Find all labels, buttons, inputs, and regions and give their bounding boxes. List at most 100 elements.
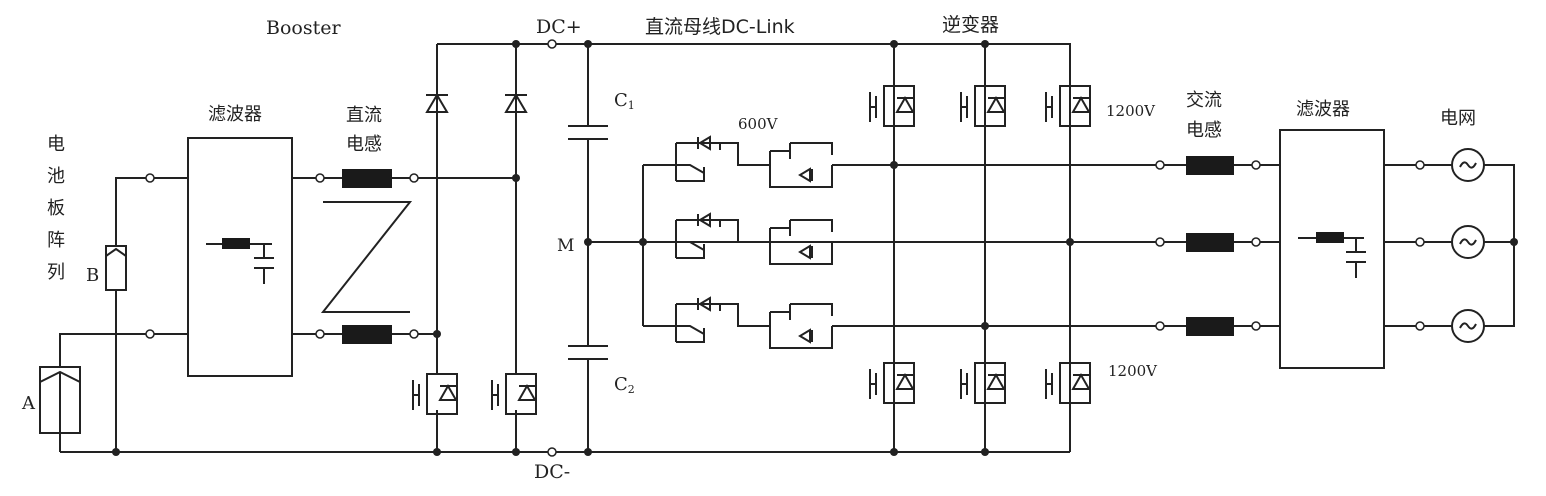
terminal-3 (315, 173, 325, 183)
junction-dot-9 (1066, 238, 1074, 246)
filter-input-wires (150, 177, 188, 335)
junction-dot-17 (981, 448, 989, 456)
npc-switch-rows (642, 164, 1160, 327)
dc-link-label: 直流母线DC-Link (645, 16, 795, 38)
voltage-1200v-bottom-label: 1200V (1108, 362, 1158, 380)
junction-dot-5 (512, 174, 520, 182)
pv-array (39, 43, 1071, 453)
pv-char-2: 池 (47, 166, 65, 187)
ac-side (1160, 129, 1515, 369)
terminal-4 (409, 173, 419, 183)
booster-igbt-2 (491, 366, 537, 424)
grid-source-tilde-1 (1459, 161, 1477, 169)
phase-output-wires (832, 164, 1160, 327)
input-filter (150, 137, 320, 377)
inverter-igbt-bottom-3 (1045, 355, 1091, 413)
junction-dot-7 (584, 238, 592, 246)
inverter-igbt-top-1 (869, 78, 915, 136)
voltage-1200v-top-label: 1200V (1106, 102, 1156, 120)
npc-switch-row-3 (675, 296, 833, 349)
terminal-8 (547, 447, 557, 457)
node-b-label: B (86, 265, 99, 286)
inverter-igbt-top-3 (1045, 78, 1091, 136)
dc-plus-bus (437, 43, 1071, 72)
terminal-5 (315, 329, 325, 339)
pv-panel-a-symbol (39, 370, 81, 452)
terminal-13 (1155, 321, 1165, 331)
midpoint-label: M (557, 236, 574, 256)
terminal-15 (1415, 160, 1425, 170)
inverter-igbt-top-2 (960, 78, 1006, 136)
terminal-7 (547, 39, 557, 49)
terminal-10 (1251, 160, 1261, 170)
pv-negative-wire (59, 333, 150, 367)
pv-char-5: 列 (47, 262, 65, 283)
booster-diode-2 (504, 93, 528, 113)
dc-minus-label: DC- (534, 461, 570, 483)
inverter-igbt-bottom-1 (869, 355, 915, 413)
filter-inner-capacitor (254, 257, 274, 284)
npc-switch-row-1 (675, 135, 833, 188)
inverter-leg-wires (893, 44, 1071, 452)
c1-label: C1 (614, 90, 635, 112)
z-marker (320, 201, 413, 313)
junction-dot-6 (433, 330, 441, 338)
junction-dot-10 (890, 161, 898, 169)
grid-label: 电网 (1440, 108, 1476, 129)
node-a-label: A (21, 393, 36, 414)
dc-inductor-label-2: 电感 (346, 134, 382, 155)
pv-char-4: 阵 (47, 230, 65, 251)
pv-panel-b-symbol (105, 247, 127, 257)
ac-inductor-label-1: 交流 (1186, 90, 1222, 111)
junction-dot-14 (512, 448, 520, 456)
input-filter-box (187, 137, 293, 377)
terminal-2 (145, 329, 155, 339)
inverter-label: 逆变器 (942, 14, 999, 36)
ac-inductor-c (1186, 317, 1234, 336)
grid-source-tilde-2 (1459, 238, 1477, 246)
junction-dot-13 (433, 448, 441, 456)
pv-panel-b (105, 245, 127, 291)
junction-dot-12 (112, 448, 120, 456)
dc-inductor-bottom (342, 325, 392, 344)
filter-output-wires (292, 177, 320, 335)
filter-left-label: 滤波器 (208, 104, 262, 125)
terminal-17 (1415, 321, 1425, 331)
booster-label: Booster (266, 17, 341, 39)
output-filter-inner-capacitor (1346, 251, 1366, 278)
dc-plus-label: DC+ (536, 16, 582, 38)
terminal-6 (409, 329, 419, 339)
npc-switch-row-2 (675, 212, 833, 265)
inverter-legs (893, 44, 1071, 452)
pv-positive-wire (115, 177, 150, 246)
filter-right-label: 滤波器 (1296, 99, 1350, 120)
junction-dot-1 (512, 40, 520, 48)
junction-dot-8 (639, 238, 647, 246)
booster-wires (414, 177, 516, 335)
pv-char-3: 板 (47, 198, 65, 219)
booster-legs (425, 44, 528, 452)
terminal-9 (1155, 160, 1165, 170)
ac-inductor-b (1186, 233, 1234, 252)
junction-dot-18 (1510, 238, 1518, 246)
terminal-12 (1251, 237, 1261, 247)
booster-igbt-1 (412, 366, 458, 424)
dc-inductor-top (342, 169, 392, 188)
output-filter-box (1279, 129, 1385, 369)
junction-dot-11 (981, 322, 989, 330)
ac-inductor-label-2: 电感 (1186, 120, 1222, 141)
inverter-igbt-bottom-2 (960, 355, 1006, 413)
terminal-16 (1415, 237, 1425, 247)
junction-dot-16 (890, 448, 898, 456)
junction-dot-4 (981, 40, 989, 48)
junction-dot-2 (584, 40, 592, 48)
grid-star-wires (1484, 164, 1515, 327)
terminal-1 (145, 173, 155, 183)
dc-inductors (320, 169, 516, 344)
booster-diode-1 (425, 93, 449, 113)
pv-array-label: 电 池 板 阵 列 (47, 134, 65, 283)
junction-dot-15 (584, 448, 592, 456)
c2-label: C2 (614, 374, 635, 396)
